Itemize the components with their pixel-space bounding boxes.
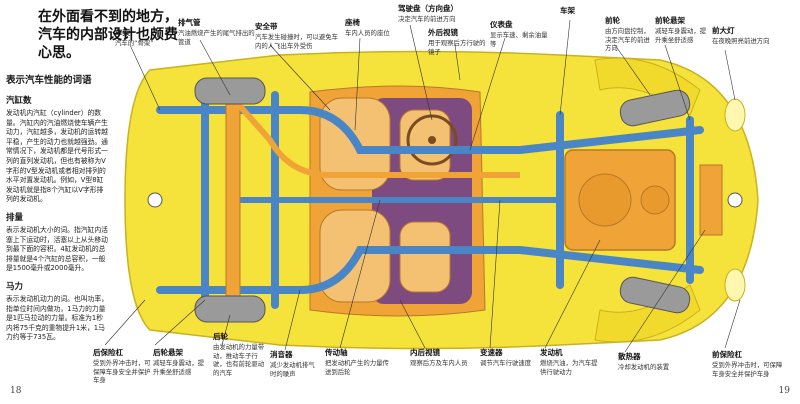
label-exhaust-pipe: 排气管 汽油燃烧产生的尾气排出的管道 <box>178 18 256 46</box>
label-desc: 燃烧汽油，为汽车提供行驶动力 <box>540 359 598 376</box>
label-chassis-frame: 车架 汽车的“骨架” <box>115 28 175 48</box>
label-front-bumper: 前保险杠 受到外界冲击时，可保障车身安全并保护车身 <box>712 350 784 378</box>
label-title: 座椅 <box>345 18 360 27</box>
glossary-term-displacement: 排量 表示发动机大小的词。指汽缸内活塞上下运动时，活塞以上从头移动到最下面的容积… <box>6 211 108 274</box>
label-title: 前保险杠 <box>712 350 742 359</box>
label-title: 后保险杠 <box>93 348 123 357</box>
page-number-left: 18 <box>10 386 22 396</box>
label-desc: 受到外界冲击时，可保障车身安全并保护车身 <box>93 359 151 385</box>
label-front-suspension: 前轮悬架 减轻车身震动，提升乘坐舒适感 <box>655 16 710 44</box>
label-title: 前轮悬架 <box>655 16 685 25</box>
label-rear-wheel: 后轮 由发动机的力量带动，推动车子行驶，也有前轮驱动的汽车 <box>213 332 268 377</box>
label-desc: 减轻车身震动，提升乘坐舒适感 <box>153 359 205 376</box>
label-title: 内后视镜 <box>410 348 440 357</box>
label-title: 消音器 <box>270 350 293 359</box>
headline: 在外面看不到的地方，汽车的内部设计也颇费心思。 <box>38 9 178 61</box>
engine-detail <box>578 173 632 227</box>
exhaust-pipe <box>227 93 520 178</box>
label-title: 前大灯 <box>712 26 735 35</box>
label-title: 传动轴 <box>325 348 348 357</box>
rear-axle <box>225 99 241 301</box>
label-title: 散热器 <box>618 352 641 361</box>
label-desc: 观察后方及车内人员 <box>410 359 468 367</box>
label-chassis-frame-right: 车架 <box>560 6 600 16</box>
label-inner-mirror: 内后视镜 观察后方及车内人员 <box>410 348 472 368</box>
glossary-sidebar: 表示汽车性能的词语 汽缸数 发动机内汽缸（cylinder）的数量。汽缸内的汽油… <box>6 72 108 343</box>
label-title: 排气管 <box>178 18 201 27</box>
label-desc: 调节汽车行驶速度 <box>480 359 532 367</box>
label-desc: 用于观察后方行驶的镜子 <box>428 39 486 56</box>
label-seat-belt: 安全带 汽车发生碰撞时，可以避免车内的人飞出车外受伤 <box>255 22 343 50</box>
radiator <box>699 164 723 236</box>
term-body: 表示发动机大小的词。指汽缸内活塞上下运动时，活塞以上从头移动到最下面的容积。4缸… <box>6 225 108 273</box>
label-title: 前轮 <box>605 16 620 25</box>
glossary-term-horsepower: 马力 表示发动机动力的词。也叫功率，指单位时间内做功，1马力的力量是1匹马拉动的… <box>6 280 108 343</box>
label-title: 发动机 <box>540 348 563 357</box>
label-rear-bumper: 后保险杠 受到外界冲击时，可保障车身安全并保护车身 <box>93 348 151 385</box>
label-muffler: 消音器 减少发动机排气时的噪声 <box>270 350 320 378</box>
rear-emblem <box>147 192 163 208</box>
label-desc: 由发动机的力量带动，推动车子行驶，也有前轮驱动的汽车 <box>213 343 265 377</box>
label-desc: 显示车速、剩余油量等 <box>490 31 548 48</box>
label-desc: 汽车的“骨架” <box>115 39 154 47</box>
front-tire-bottom <box>619 276 691 314</box>
label-outer-mirror: 外后视镜 用于观察后方行驶的镜子 <box>428 28 488 56</box>
rear-tire-top <box>194 77 266 105</box>
label-engine: 发动机 燃烧汽油，为汽车提供行驶动力 <box>540 348 602 376</box>
label-title: 安全带 <box>255 22 278 31</box>
steering-wheel <box>406 114 458 166</box>
label-front-wheel: 前轮 由方向盘控制，决定汽车的前进方向 <box>605 16 655 53</box>
headlight-top <box>724 98 746 132</box>
front-emblem <box>727 192 743 208</box>
headlight-bottom <box>724 268 746 302</box>
label-seat: 座椅 车内人员的座位 <box>345 18 393 38</box>
label-desc: 把发动机产生的力量传送到后轮 <box>325 359 389 376</box>
term-title: 排量 <box>6 212 24 223</box>
label-title: 后轮 <box>213 332 228 341</box>
label-dashboard: 仪表盘 显示车速、剩余油量等 <box>490 20 550 48</box>
label-title: 车架 <box>560 6 575 15</box>
label-desc: 决定汽车的前进方向 <box>398 15 456 23</box>
label-title: 后轮悬架 <box>153 348 183 357</box>
label-desc: 减少发动机排气时的噪声 <box>270 361 315 378</box>
term-title: 汽缸数 <box>6 96 32 106</box>
label-desc: 汽油燃烧产生的尾气排出的管道 <box>178 29 255 46</box>
term-body: 发动机内汽缸（cylinder）的数量。汽缸内的汽油燃烧使车辆产生动力，汽缸越多… <box>6 109 108 204</box>
page-number-right: 19 <box>778 386 790 396</box>
label-desc: 在夜晚照亮前进方向 <box>712 37 770 45</box>
label-desc: 减轻车身震动，提升乘坐舒适感 <box>655 27 707 44</box>
label-desc: 受到外界冲击时，可保障车身安全并保护车身 <box>712 361 783 378</box>
label-desc: 冷却发动机的装置 <box>618 363 670 371</box>
label-headlight: 前大灯 在夜晚照亮前进方向 <box>712 26 794 46</box>
front-tire-top <box>619 89 691 127</box>
label-desc: 汽车发生碰撞时，可以避免车内的人飞出车外受伤 <box>255 33 339 50</box>
label-radiator: 散热器 冷却发动机的装置 <box>618 352 683 372</box>
label-steering-wheel: 驾驶盘（方向盘） 决定汽车的前进方向 <box>398 4 478 24</box>
term-body: 表示发动机动力的词。也叫功率，指单位时间内做功，1马力的力量是1匹马拉动的力量。… <box>6 294 108 342</box>
glossary-term-cylinders: 汽缸数 发动机内汽缸（cylinder）的数量。汽缸内的汽油燃烧使车辆产生动力，… <box>6 94 108 205</box>
label-drive-shaft: 传动轴 把发动机产生的力量传送到后轮 <box>325 348 390 376</box>
rear-tire-bottom <box>194 295 266 323</box>
label-desc: 由方向盘控制，决定汽车的前进方向 <box>605 27 650 53</box>
label-title: 驾驶盘（方向盘） <box>398 4 458 13</box>
glossary-title: 表示汽车性能的词语 <box>6 75 92 86</box>
label-title: 仪表盘 <box>490 20 513 29</box>
front-seat-right <box>399 221 451 293</box>
term-title: 马力 <box>6 281 24 292</box>
label-title: 变速器 <box>480 348 503 357</box>
label-title: 车架 <box>115 28 130 37</box>
label-rear-suspension: 后轮悬架 减轻车身震动，提升乘坐舒适感 <box>153 348 208 376</box>
label-transmission: 变速器 调节汽车行驶速度 <box>480 348 535 368</box>
label-desc: 车内人员的座位 <box>345 29 390 37</box>
label-title: 外后视镜 <box>428 28 458 37</box>
